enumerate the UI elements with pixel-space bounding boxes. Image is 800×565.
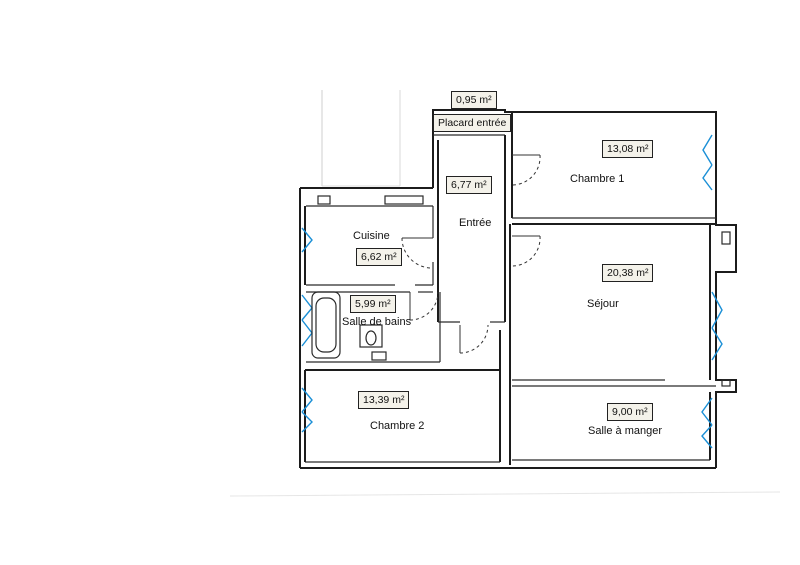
- name-salle-manger: Salle à manger: [588, 425, 662, 437]
- scan-mark: [229, 491, 781, 497]
- name-chambre1: Chambre 1: [570, 173, 625, 185]
- area-entree: 6,77 m²: [446, 176, 492, 194]
- area-placard: 0,95 m²: [451, 91, 497, 109]
- inner-walls: [304, 112, 731, 465]
- sink-icon: [371, 351, 387, 361]
- name-cuisine: Cuisine: [353, 230, 390, 242]
- name-placard: Placard entrée: [433, 114, 512, 132]
- area-sdb: 5,99 m²: [350, 295, 396, 313]
- bathtub-icon: [311, 291, 341, 359]
- area-salle-manger: 9,00 m²: [607, 403, 653, 421]
- name-sdb: Salle de bains: [342, 316, 412, 328]
- area-sejour: 20,38 m²: [602, 264, 654, 282]
- outer-walls: [299, 109, 737, 469]
- name-chambre2: Chambre 2: [370, 420, 425, 432]
- area-chambre2: 13,39 m²: [358, 391, 410, 409]
- toilet-icon: [359, 324, 383, 348]
- area-chambre1: 13,08 m²: [602, 140, 654, 158]
- name-sejour: Séjour: [587, 298, 619, 310]
- name-entree: Entrée: [459, 217, 492, 229]
- doors: [401, 154, 541, 354]
- area-cuisine: 6,62 m²: [356, 248, 402, 266]
